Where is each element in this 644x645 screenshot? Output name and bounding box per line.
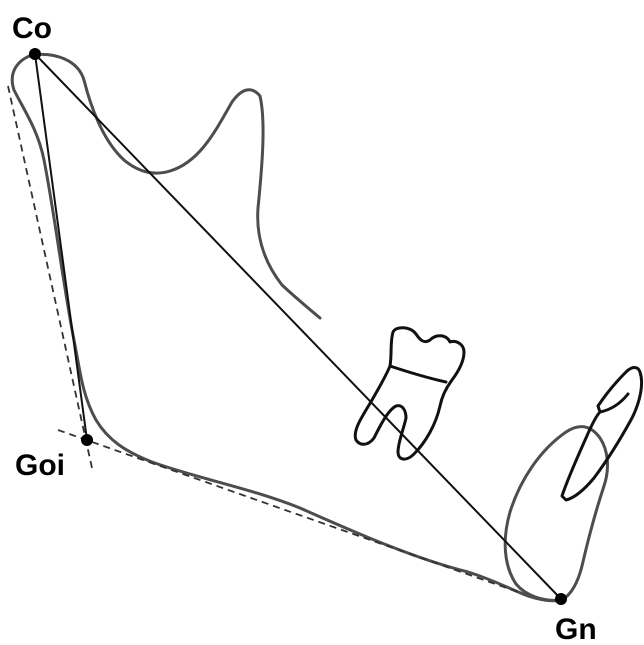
mandible-outline <box>30 52 322 320</box>
goi-point <box>81 434 93 446</box>
symphysis-outline <box>503 425 609 602</box>
goi-label: Goi <box>15 449 65 482</box>
co-gn-line <box>34 53 562 600</box>
co-label: Co <box>12 12 52 45</box>
lower-molar <box>353 326 466 461</box>
ramus-tangent-line <box>7 85 93 469</box>
mandibular-plane-line <box>57 429 519 593</box>
ramus-posterior-border <box>10 53 564 603</box>
co-goi-line <box>34 53 88 441</box>
gn-point <box>555 593 567 605</box>
co-point <box>29 48 41 60</box>
gn-label: Gn <box>555 613 597 645</box>
lower-incisor <box>560 366 644 502</box>
